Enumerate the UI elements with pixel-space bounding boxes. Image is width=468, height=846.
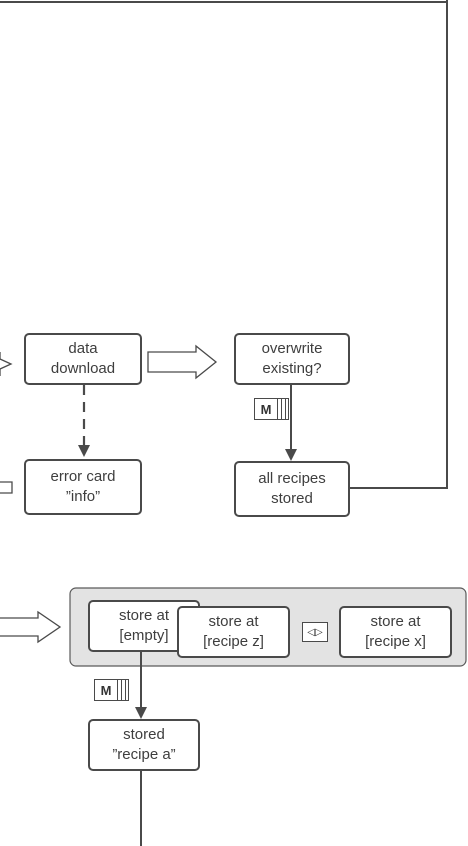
node-data-download: data download [24, 333, 142, 385]
node-overwrite-existing: overwrite existing? [234, 333, 350, 385]
node-text: ”info” [65, 488, 101, 505]
key-face: M [94, 679, 118, 701]
menu-key-icon: M [254, 398, 290, 420]
node-text: store at [118, 607, 170, 624]
arrowhead-store-to-stored [135, 707, 147, 719]
arrowhead-overwrite-to-stored [285, 449, 297, 461]
hollow-arrow-left-top [0, 352, 13, 376]
node-text: [empty] [119, 627, 169, 644]
menu-key-icon: M [94, 679, 130, 701]
key-face: M [254, 398, 278, 420]
node-text: all recipes [258, 470, 326, 487]
node-error-card: error card ”info” [24, 459, 142, 515]
hollow-stub-left [0, 481, 13, 494]
node-text: stored [123, 726, 165, 743]
dashed-arrowhead [78, 445, 90, 457]
nav-arrows-icon: ◁▷ [302, 622, 328, 642]
node-text: ”recipe a” [112, 746, 176, 763]
node-text: [recipe x] [365, 633, 426, 650]
node-store-recipe-z: store at [recipe z] [177, 606, 290, 658]
node-text: existing? [262, 360, 322, 377]
loop-connector [349, 0, 448, 489]
node-store-recipe-x: store at [recipe x] [339, 606, 452, 658]
key-line [285, 398, 286, 420]
node-text: data [68, 340, 98, 357]
hollow-arrow-into-panel [0, 610, 62, 644]
node-stored-recipe-a: stored ”recipe a” [88, 719, 200, 771]
node-text: overwrite [261, 340, 323, 357]
node-all-recipes-stored: all recipes stored [234, 461, 350, 517]
hollow-arrow-download-to-overwrite [147, 344, 218, 380]
key-line [125, 679, 126, 701]
node-text: [recipe z] [203, 633, 264, 650]
key-line [121, 679, 122, 701]
node-text: store at [208, 613, 259, 630]
node-text: download [50, 360, 116, 377]
node-text: stored [271, 490, 313, 507]
key-line [281, 398, 282, 420]
node-text: store at [370, 613, 421, 630]
node-text: error card [50, 468, 116, 485]
